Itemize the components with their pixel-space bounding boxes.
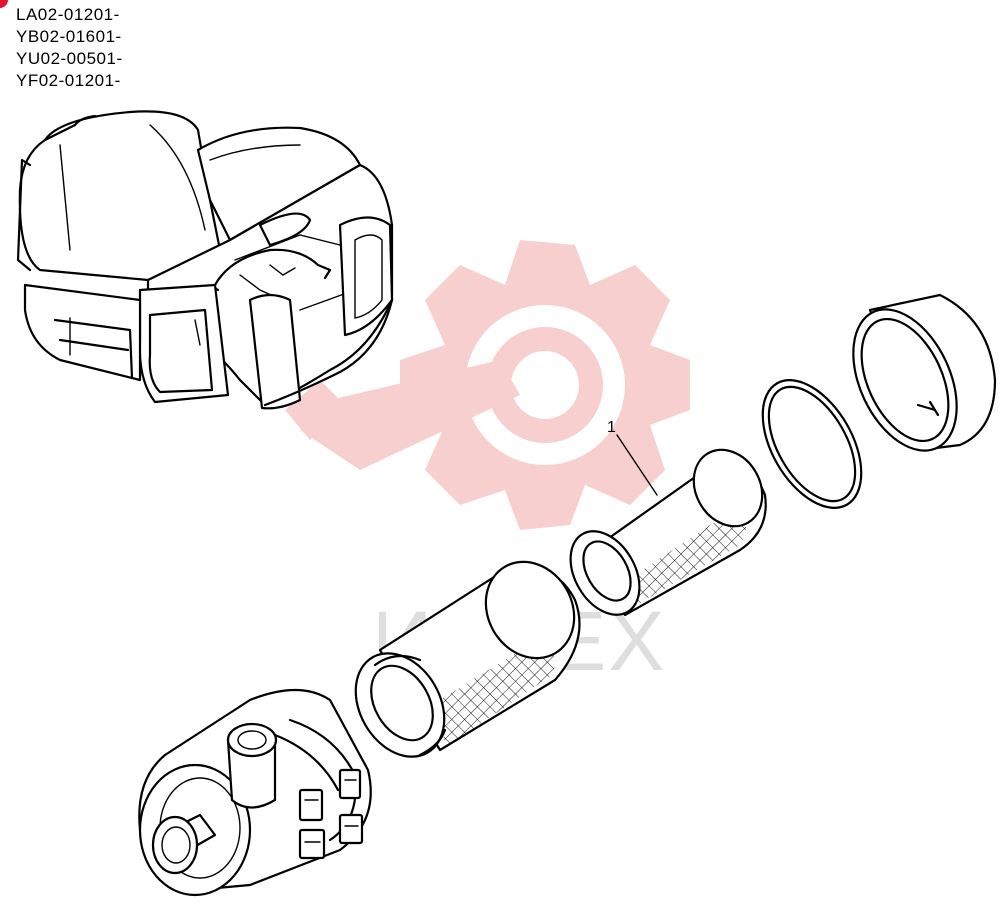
o-ring [761, 379, 863, 509]
corner-mark [0, 0, 8, 8]
air-cleaner-housing [138, 688, 372, 897]
serial-list: LA02-01201- YB02-01601- YU02-00501- YF02… [16, 4, 123, 92]
watermark-logo [285, 240, 690, 530]
callout-1: 1 [607, 419, 658, 496]
serial-number: YF02-01201- [16, 71, 121, 90]
outer-filter-element [354, 560, 581, 758]
machine-overview [16, 110, 394, 410]
serial-number: LA02-01201- [16, 5, 120, 24]
serial-number: YB02-01601- [16, 27, 122, 46]
inner-filter-element [569, 448, 767, 617]
callout-label: 1 [607, 419, 616, 436]
end-cover [852, 293, 997, 452]
serial-number: YU02-00501- [16, 49, 123, 68]
